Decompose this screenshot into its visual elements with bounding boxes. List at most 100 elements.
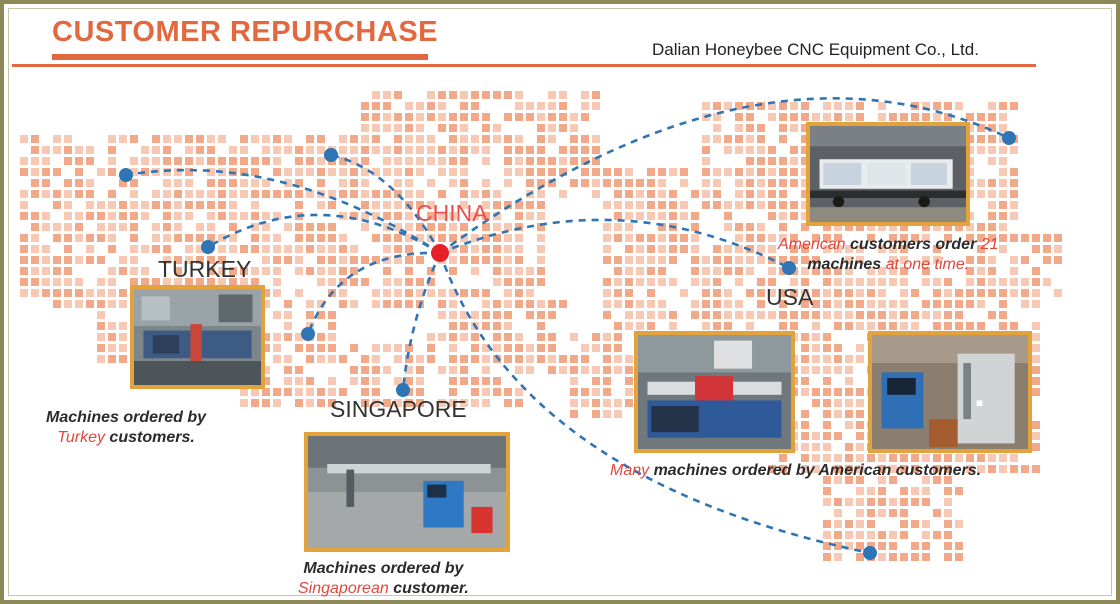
map-dot xyxy=(1043,256,1051,264)
map-dot xyxy=(614,410,622,418)
map-dot xyxy=(636,201,644,209)
map-dot xyxy=(801,432,809,440)
map-dot xyxy=(295,267,303,275)
map-dot xyxy=(658,278,666,286)
map-dot xyxy=(229,267,237,275)
map-dot xyxy=(790,146,798,154)
map-dot xyxy=(922,553,930,561)
map-dot xyxy=(438,190,446,198)
map-dot xyxy=(295,333,303,341)
map-dot xyxy=(317,146,325,154)
map-dot xyxy=(141,267,149,275)
turkey-caption-line1: Machines ordered by xyxy=(46,409,207,426)
map-dot xyxy=(856,542,864,550)
map-dot xyxy=(889,322,897,330)
map-dot xyxy=(922,476,930,484)
map-dot xyxy=(427,344,435,352)
map-dot xyxy=(273,267,281,275)
map-dot xyxy=(779,300,787,308)
map-dot xyxy=(1021,234,1029,242)
map-dot xyxy=(537,168,545,176)
map-dot xyxy=(757,146,765,154)
map-dot xyxy=(174,267,182,275)
map-dot xyxy=(1032,333,1040,341)
map-dot xyxy=(592,179,600,187)
map-dot xyxy=(988,267,996,275)
map-dot xyxy=(757,179,765,187)
map-dot xyxy=(768,113,776,121)
map-dot xyxy=(328,168,336,176)
map-dot xyxy=(251,267,259,275)
map-dot xyxy=(790,179,798,187)
map-dot xyxy=(526,146,534,154)
title-underline xyxy=(52,54,428,60)
map-dot xyxy=(53,190,61,198)
map-dot xyxy=(295,234,303,242)
map-dot xyxy=(86,256,94,264)
map-dot xyxy=(372,102,380,110)
map-dot xyxy=(1043,234,1051,242)
map-dot xyxy=(130,256,138,264)
map-dot xyxy=(141,212,149,220)
map-dot xyxy=(801,278,809,286)
map-dot xyxy=(42,146,50,154)
map-dot xyxy=(537,322,545,330)
map-dot xyxy=(812,300,820,308)
map-dot xyxy=(955,542,963,550)
map-dot xyxy=(515,102,523,110)
map-dot xyxy=(834,432,842,440)
map-dot xyxy=(812,333,820,341)
map-dot xyxy=(372,113,380,121)
map-dot xyxy=(614,300,622,308)
map-dot xyxy=(735,223,743,231)
map-dot xyxy=(823,520,831,528)
map-dot xyxy=(856,300,864,308)
map-dot xyxy=(438,157,446,165)
map-dot xyxy=(823,333,831,341)
map-dot xyxy=(856,245,864,253)
map-dot xyxy=(702,278,710,286)
map-dot xyxy=(889,113,897,121)
map-dot xyxy=(966,135,974,143)
map-dot xyxy=(295,256,303,264)
map-dot xyxy=(394,256,402,264)
map-dot xyxy=(515,267,523,275)
map-dot xyxy=(834,542,842,550)
map-dot xyxy=(856,410,864,418)
map-dot xyxy=(900,256,908,264)
map-dot xyxy=(306,245,314,253)
map-dot xyxy=(295,201,303,209)
map-dot xyxy=(130,267,138,275)
map-dot xyxy=(955,300,963,308)
map-dot xyxy=(691,234,699,242)
map-dot xyxy=(845,399,853,407)
map-dot xyxy=(713,322,721,330)
map-dot xyxy=(900,234,908,242)
map-dot xyxy=(53,168,61,176)
map-dot xyxy=(504,333,512,341)
map-dot xyxy=(108,278,116,286)
map-dot xyxy=(493,234,501,242)
map-dot xyxy=(460,179,468,187)
map-dot xyxy=(262,157,270,165)
map-dot xyxy=(559,355,567,363)
map-dot xyxy=(933,509,941,517)
map-dot xyxy=(889,267,897,275)
map-dot xyxy=(548,91,556,99)
map-dot xyxy=(108,300,116,308)
map-dot xyxy=(350,168,358,176)
map-dot xyxy=(625,201,633,209)
map-dot xyxy=(449,399,457,407)
map-dot xyxy=(405,157,413,165)
map-dot xyxy=(889,300,897,308)
map-dot xyxy=(75,289,83,297)
map-dot xyxy=(955,102,963,110)
map-dot xyxy=(911,520,919,528)
map-dot xyxy=(911,487,919,495)
map-dot xyxy=(889,476,897,484)
map-dot xyxy=(834,476,842,484)
route-usa-north xyxy=(439,97,1010,255)
map-dot xyxy=(460,102,468,110)
map-dot xyxy=(262,146,270,154)
map-dot xyxy=(284,168,292,176)
